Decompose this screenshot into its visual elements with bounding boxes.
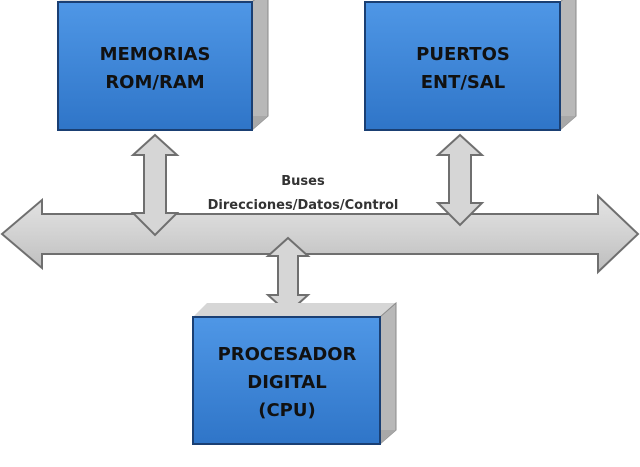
cpu-label-line3: (CPU) <box>258 400 315 421</box>
bus-label-subtitle: Direcciones/Datos/Control <box>208 198 399 213</box>
memory-block: MEMORIAS ROM/RAM <box>57 0 269 132</box>
cpu-block-side <box>379 301 397 446</box>
cpu-block-face <box>192 316 381 445</box>
ports-block-face <box>364 1 561 131</box>
ports-bus-connector-arrow <box>435 133 485 227</box>
bus-label-title: Buses <box>281 174 325 189</box>
memory-label-line2: ROM/RAM <box>105 72 204 93</box>
ports-block-side <box>559 0 577 132</box>
cpu-label-line1: PROCESADOR <box>218 344 357 365</box>
memory-bus-connector-arrow <box>130 133 180 237</box>
cpu-block-top <box>193 303 396 317</box>
ports-label-line2: ENT/SAL <box>421 72 506 93</box>
memory-block-side <box>251 0 269 132</box>
memory-block-face <box>57 1 253 131</box>
ports-label-line1: PUERTOS <box>416 44 510 65</box>
memory-label-line1: MEMORIAS <box>100 44 211 65</box>
cpu-label-line2: DIGITAL <box>247 372 326 393</box>
ports-block: PUERTOS ENT/SAL <box>364 0 577 132</box>
cpu-block: PROCESADOR DIGITAL (CPU) <box>192 301 397 446</box>
